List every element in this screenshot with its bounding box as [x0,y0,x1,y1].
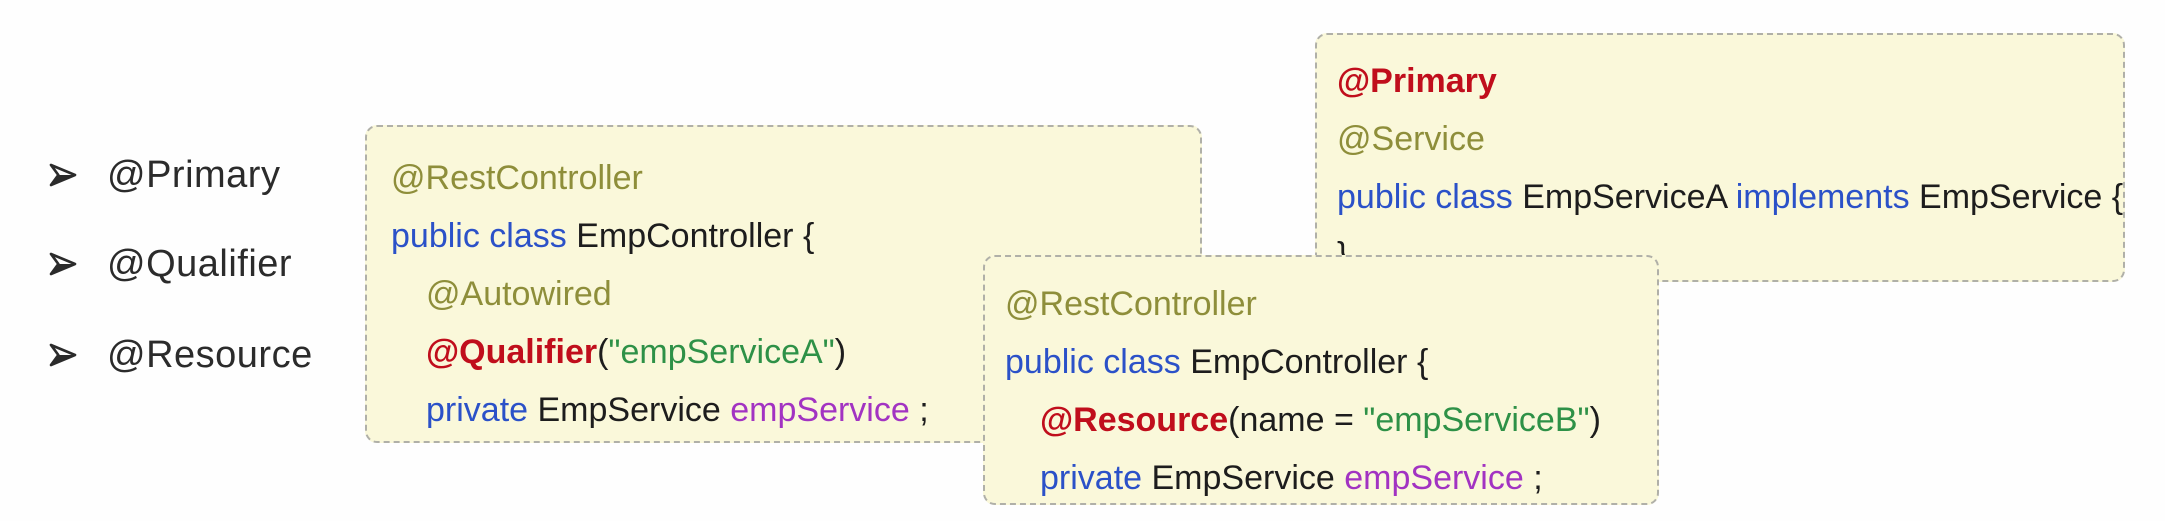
list-item-label: @Resource [107,333,313,376]
code-token-plain: ) [1589,401,1601,439]
code-line: public class EmpServiceA implements EmpS… [1337,168,2123,226]
arrow-bullet-icon [47,339,79,371]
code-token-plain: EmpService [1142,459,1345,497]
code-token-plain: EmpService [528,391,731,429]
code-token-keyword: public class [1005,343,1181,381]
arrow-bullet-icon [47,248,79,280]
code-token-annotation: @Autowired [426,275,612,313]
code-box-resource-example: @RestController public class EmpControlle… [983,255,1659,505]
code-token-annotation_red: @Qualifier [426,333,598,371]
code-token-keyword: implements [1735,178,1910,216]
code-token-plain: ; [1523,459,1543,497]
code-token-annotation: @Service [1337,120,1485,158]
list-item-label: @Qualifier [107,242,293,285]
code-token-plain: EmpController { [566,217,815,255]
code-token-keyword: private [1040,459,1143,497]
code-line: @Qualifier("empServiceA") [391,323,1200,381]
code-token-plain: EmpService { [1909,178,2124,216]
code-token-plain: (name = [1228,401,1364,439]
code-line: @Resource(name = "empServiceB") [1005,391,1657,449]
arrow-bullet-icon [47,159,79,191]
code-token-keyword: public class [1337,178,1513,216]
code-token-keyword: public class [391,217,567,255]
list-item-primary: @Primary [47,152,280,198]
code-box-primary-service-example: @Primary @Service public class EmpServiceA… [1315,33,2125,282]
code-line: private EmpService empService ; [1005,449,1657,503]
code-token-field: empService [730,391,910,429]
code-token-keyword: private [426,391,529,429]
code-line: @RestController [391,149,1200,207]
list-item-label: @Primary [107,153,281,196]
code-line: @Primary [1337,52,2123,110]
code-token-field: empService [1344,459,1524,497]
code-token-annotation: @RestController [391,159,643,197]
code-token-annotation_red: @Primary [1337,62,1497,100]
code-line: @RestController [1005,275,1657,333]
code-token-plain: ( [597,333,609,371]
code-token-plain: ) [834,333,847,371]
code-token-annotation: @RestController [1005,285,1257,323]
list-item-qualifier: @Qualifier [47,241,292,287]
code-line: private EmpService empService ; [391,381,1200,439]
code-token-plain: EmpController { [1180,343,1429,381]
code-line: @Autowired [391,265,1200,323]
code-token-annotation_red: @Resource [1040,401,1229,439]
code-token-string: "empServiceA" [608,333,835,371]
code-token-string: "empServiceB" [1363,401,1590,439]
code-line: @Service [1337,110,2123,168]
list-item-resource: @Resource [47,332,313,378]
code-line: public class EmpController { [391,207,1200,265]
code-token-plain: EmpServiceA [1512,178,1736,216]
code-line: public class EmpController { [1005,333,1657,391]
code-token-plain: ; [909,391,929,429]
